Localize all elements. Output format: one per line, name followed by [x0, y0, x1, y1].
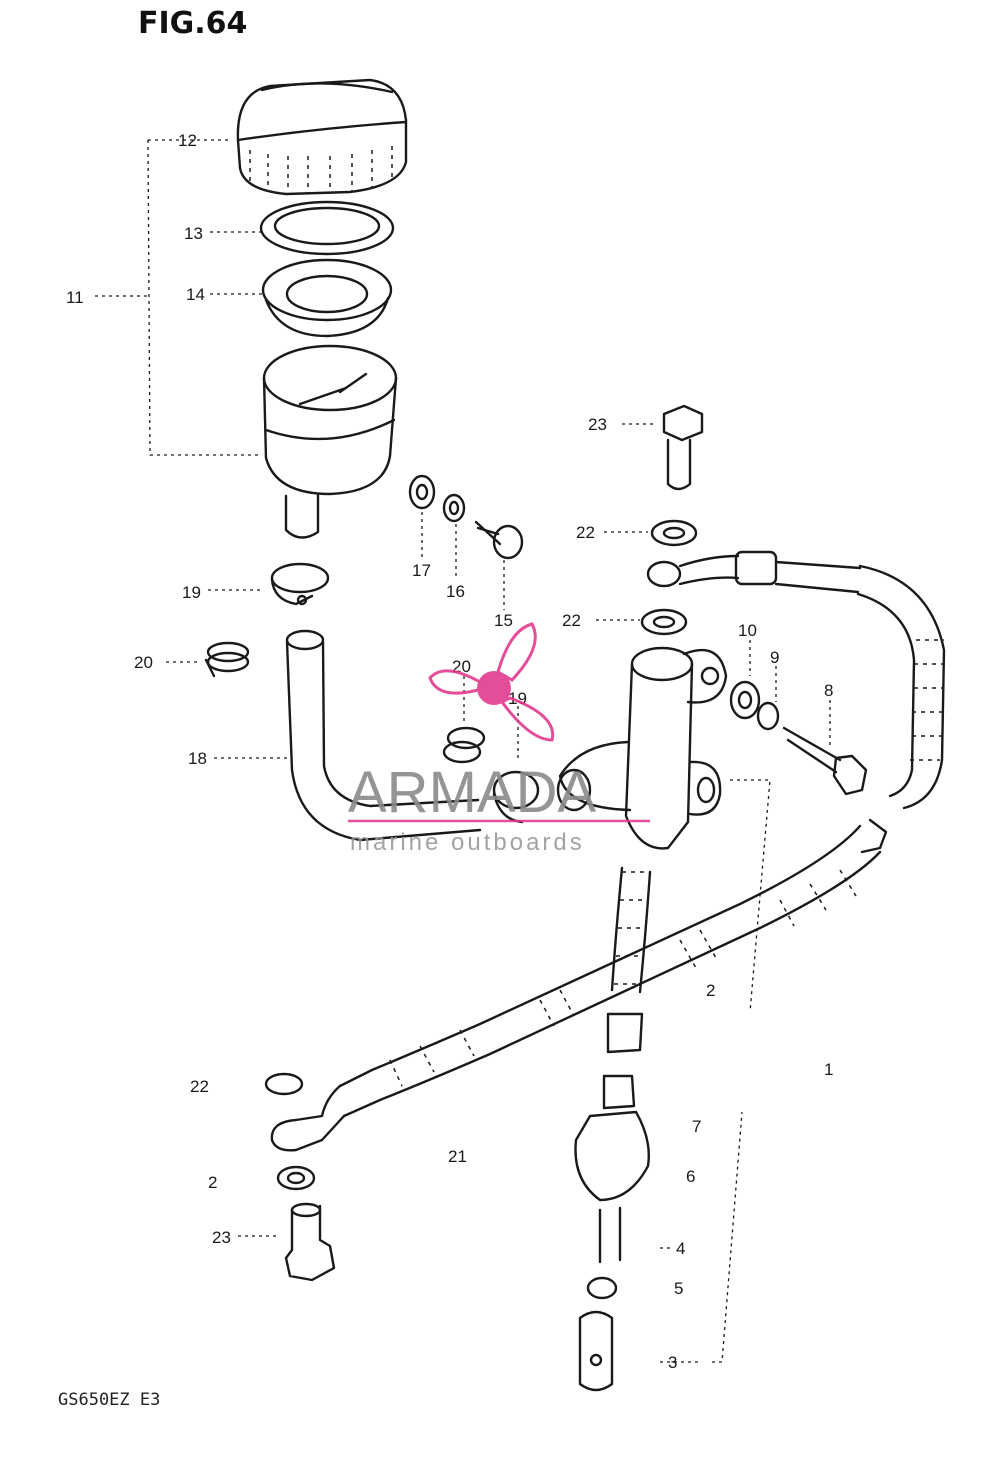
gasket-washer-2-lower [276, 1165, 316, 1191]
brake-hose-upper [646, 550, 946, 810]
callout-9: 9 [770, 648, 779, 667]
watermark-tagline: marine outboards [350, 829, 585, 856]
washer-9 [756, 701, 780, 731]
gasket-washer-22-top [650, 519, 698, 547]
reservoir-hose [285, 629, 482, 842]
callout-11: 11 [66, 288, 84, 307]
hose-clip-20-lower [442, 726, 486, 764]
callout-22: 22 [576, 523, 595, 542]
piston-cup [606, 1012, 644, 1054]
callout-19: 19 [182, 583, 201, 602]
callout-3: 3 [668, 1353, 677, 1372]
cap-plate [259, 200, 395, 256]
gasket-washer-22-lower [264, 1072, 304, 1096]
callout-21: 21 [448, 1147, 467, 1166]
callout-23: 23 [588, 415, 607, 434]
callout-22-mid: 22 [562, 611, 581, 630]
push-rod [578, 1206, 622, 1392]
bolt-15 [474, 520, 524, 560]
callout-2-upper: 2 [706, 981, 715, 1000]
gasket-washer-22-mid [640, 608, 688, 636]
brake-hose-lower [270, 818, 888, 1152]
callout-16: 16 [446, 582, 465, 601]
hose-clamp-19 [270, 562, 330, 606]
propeller-logo [428, 622, 555, 742]
hose-clip-20 [204, 641, 250, 678]
reservoir-body [262, 344, 398, 539]
push-rod-boot [574, 1074, 650, 1202]
callout-22-lower: 22 [190, 1077, 209, 1096]
callout-13: 13 [184, 224, 203, 243]
callout-17: 17 [412, 561, 431, 580]
washer-17 [408, 474, 436, 510]
callout-8: 8 [824, 681, 833, 700]
washer-16 [442, 493, 466, 523]
watermark: ARMADA marine outboards [348, 622, 650, 856]
watermark-brand: ARMADA [348, 760, 596, 825]
callout-12: 12 [178, 131, 197, 150]
callout-1: 1 [824, 1060, 833, 1079]
callout-2-lower: 2 [208, 1173, 217, 1192]
reservoir-cap [236, 78, 408, 196]
callout-4: 4 [676, 1239, 685, 1258]
callout-5: 5 [674, 1279, 683, 1298]
callout-10: 10 [738, 621, 757, 640]
piston-spring [610, 866, 652, 994]
callout-20: 20 [134, 653, 153, 672]
callout-14: 14 [186, 285, 205, 304]
callout-6: 6 [686, 1167, 695, 1186]
callout-7: 7 [692, 1117, 701, 1136]
figure-title: FIG.64 [138, 6, 248, 41]
model-code: GS650EZ E3 [58, 1390, 161, 1410]
union-bolt-23-lower [284, 1202, 336, 1282]
union-bolt-23 [662, 404, 704, 491]
callout-15: 15 [494, 611, 513, 630]
washer-10 [729, 680, 761, 720]
master-cylinder-body [556, 646, 728, 850]
diaphragm [261, 258, 393, 338]
callout-23-lower: 23 [212, 1228, 231, 1247]
callout-18: 18 [188, 749, 207, 768]
bolt-8 [782, 726, 868, 796]
